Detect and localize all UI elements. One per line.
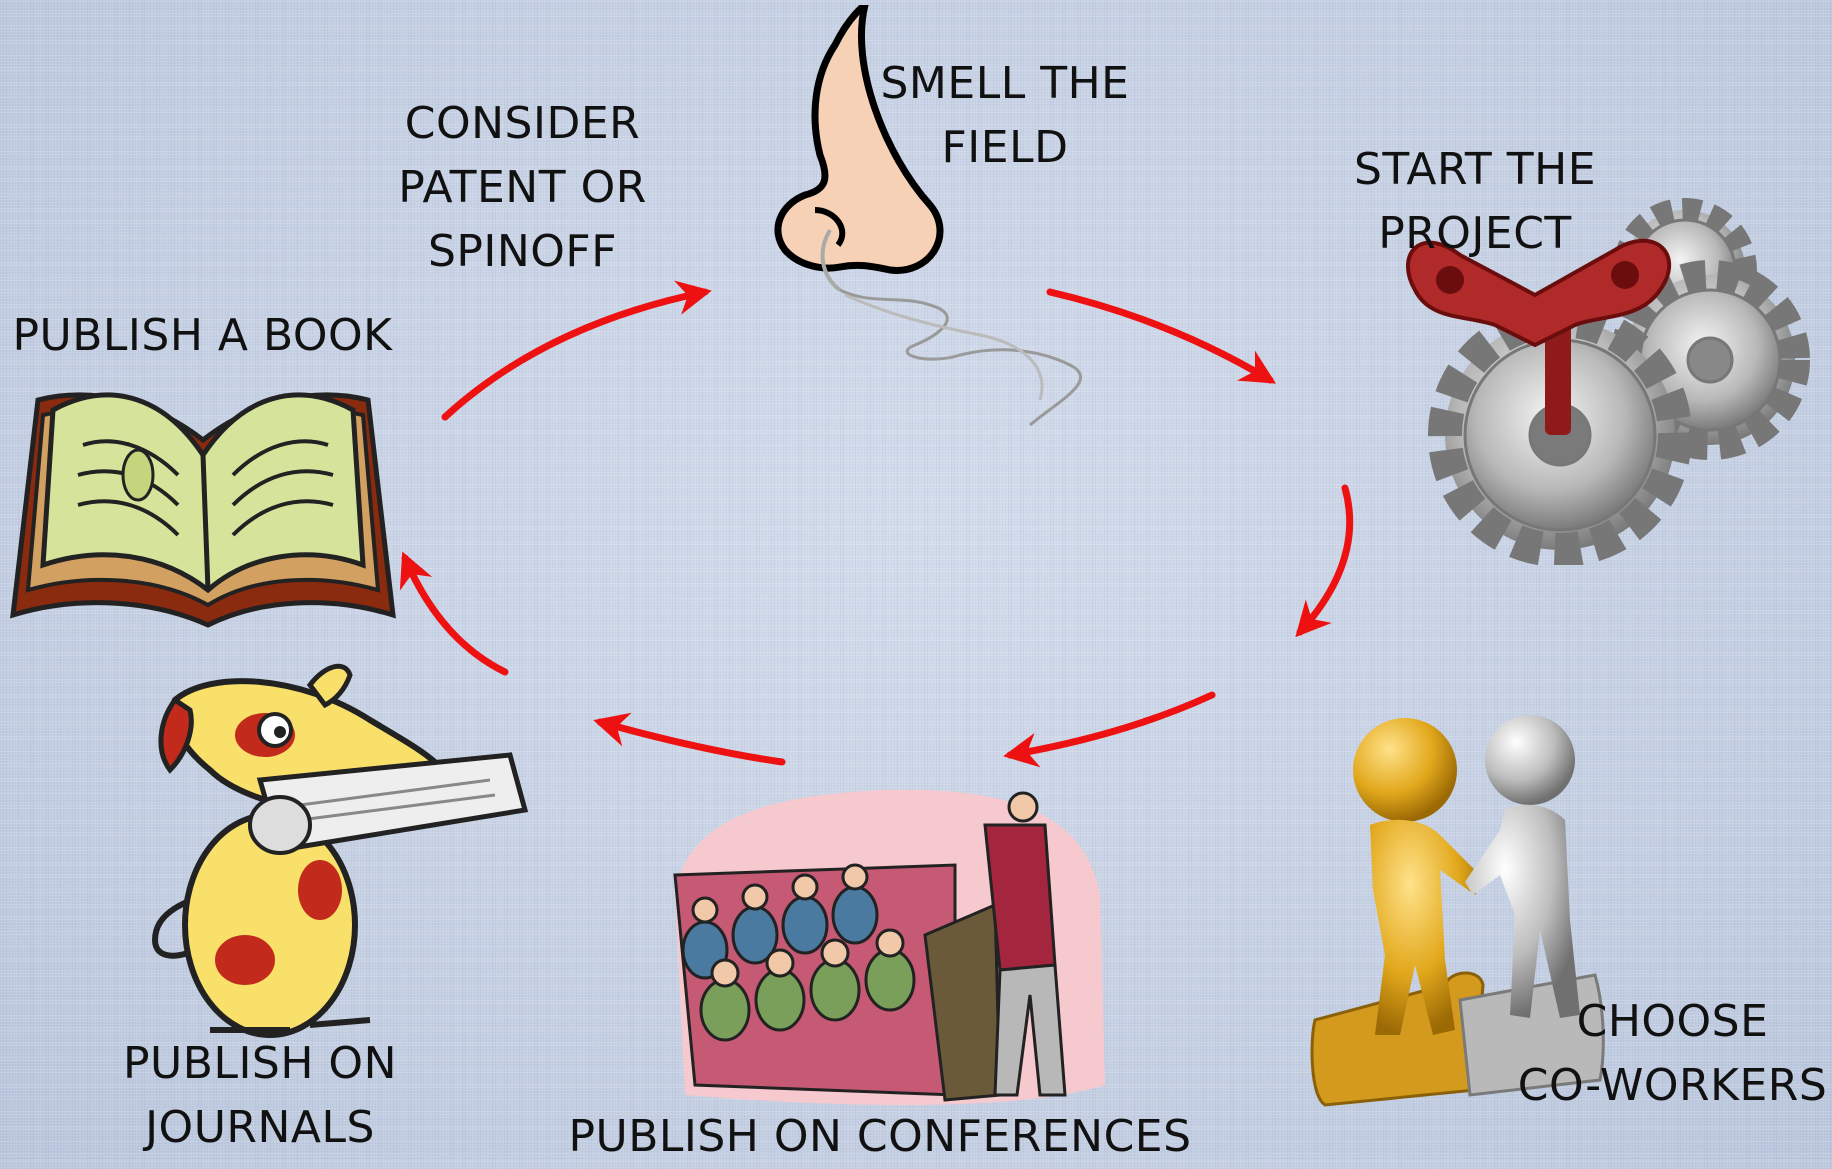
handshake-figures-icon (1310, 715, 1605, 1107)
arrow-choose-to-conferences (1003, 691, 1216, 768)
label-smell-the-field: SMELL THE FIELD (880, 58, 1130, 173)
conference-speaker-icon (673, 789, 1105, 1105)
label-choose-co-workers: CHOOSE CO-WORKERS (1517, 996, 1828, 1111)
dog-newspaper-icon (151, 663, 529, 1038)
arrow-start-to-choose (1295, 484, 1354, 638)
label-consider-patent-or-spinoff: CONSIDER PATENT OR SPINOFF (398, 98, 647, 277)
label-publish-on-journals: PUBLISH ON JOURNALS (123, 1038, 397, 1153)
arrow-journals-to-book (399, 551, 509, 676)
gears-key-icon (1405, 198, 1810, 565)
nose-icon (774, 5, 1083, 427)
arrow-book-to-patent (441, 280, 712, 421)
arrow-conferences-to-journals (593, 712, 786, 766)
open-book-icon (10, 392, 396, 628)
arrow-smell-to-start (1046, 288, 1277, 384)
label-start-the-project: START THE PROJECT (1354, 144, 1596, 259)
label-publish-on-conferences: PUBLISH ON CONFERENCES (568, 1111, 1192, 1162)
label-publish-a-book: PUBLISH A BOOK (12, 310, 393, 361)
